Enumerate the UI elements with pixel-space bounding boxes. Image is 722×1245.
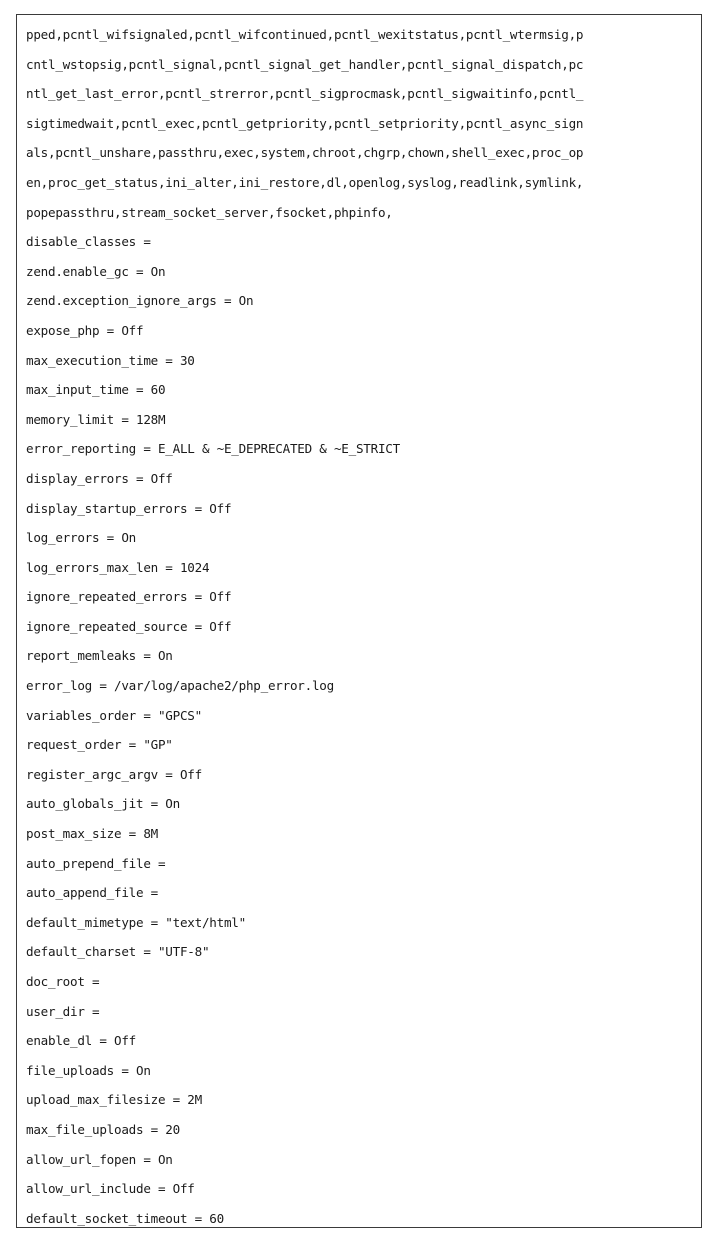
code-line: zend.exception_ignore_args = On bbox=[26, 293, 254, 309]
code-line: register_argc_argv = Off bbox=[26, 766, 202, 782]
code-line: allow_url_fopen = On bbox=[26, 1151, 173, 1167]
code-line: log_errors = On bbox=[26, 530, 136, 546]
code-line: auto_append_file = bbox=[26, 885, 158, 901]
code-line: als,pcntl_unshare,passthru,exec,system,c… bbox=[26, 145, 584, 161]
code-line: ignore_repeated_errors = Off bbox=[26, 589, 232, 605]
code-line: max_execution_time = 30 bbox=[26, 352, 195, 368]
code-line: max_file_uploads = 20 bbox=[26, 1121, 180, 1137]
code-line: error_log = /var/log/apache2/php_error.l… bbox=[26, 678, 334, 694]
code-line: request_order = "GP" bbox=[26, 737, 173, 753]
code-line: display_errors = Off bbox=[26, 470, 173, 486]
code-line: display_startup_errors = Off bbox=[26, 500, 232, 516]
code-line: enable_dl = Off bbox=[26, 1033, 136, 1049]
code-line: sigtimedwait,pcntl_exec,pcntl_getpriorit… bbox=[26, 115, 584, 131]
code-block: pped,pcntl_wifsignaled,pcntl_wifcontinue… bbox=[16, 14, 702, 1228]
code-line: upload_max_filesize = 2M bbox=[26, 1092, 202, 1108]
code-line: expose_php = Off bbox=[26, 322, 144, 338]
code-line: user_dir = bbox=[26, 1003, 100, 1019]
code-line: zend.enable_gc = On bbox=[26, 263, 166, 279]
code-line: report_memleaks = On bbox=[26, 648, 173, 664]
code-line: auto_prepend_file = bbox=[26, 855, 166, 871]
code-line: cntl_wstopsig,pcntl_signal,pcntl_signal_… bbox=[26, 56, 584, 72]
code-line: error_reporting = E_ALL & ~E_DEPRECATED … bbox=[26, 441, 400, 457]
code-line: variables_order = "GPCS" bbox=[26, 707, 202, 723]
code-line: default_charset = "UTF-8" bbox=[26, 944, 210, 960]
code-line: ntl_get_last_error,pcntl_strerror,pcntl_… bbox=[26, 86, 584, 102]
code-line: doc_root = bbox=[26, 974, 100, 989]
code-line: en,proc_get_status,ini_alter,ini_restore… bbox=[26, 174, 584, 190]
code-line: file_uploads = On bbox=[26, 1062, 151, 1078]
code-line: ignore_repeated_source = Off bbox=[26, 618, 232, 634]
code-line: post_max_size = 8M bbox=[26, 826, 158, 842]
code-line: popepassthru,stream_socket_server,fsocke… bbox=[26, 204, 393, 220]
code-line: log_errors_max_len = 1024 bbox=[26, 559, 210, 575]
code-line: pped,pcntl_wifsignaled,pcntl_wifcontinue… bbox=[26, 27, 584, 42]
code-line: default_socket_timeout = 60 bbox=[26, 1210, 224, 1226]
code-line: auto_globals_jit = On bbox=[26, 796, 180, 812]
code-line: disable_classes = bbox=[26, 234, 151, 250]
code-line: allow_url_include = Off bbox=[26, 1181, 195, 1197]
code-line: default_mimetype = "text/html" bbox=[26, 914, 246, 930]
code-line: max_input_time = 60 bbox=[26, 382, 166, 398]
code-line: memory_limit = 128M bbox=[26, 411, 166, 427]
